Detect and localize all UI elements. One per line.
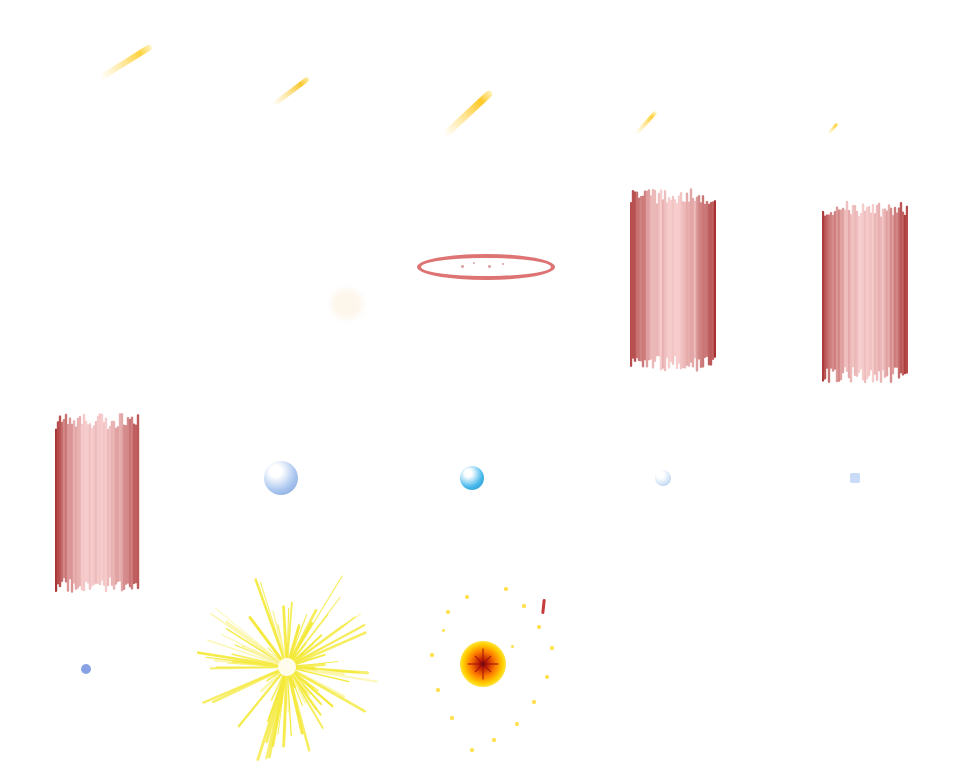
comet-streak-2 — [271, 75, 311, 107]
explosion-sparkles — [470, 748, 474, 752]
explosion-sparkles — [492, 738, 496, 742]
ghost-puff — [331, 289, 363, 319]
explosion-sparkles — [544, 674, 550, 680]
explosion-sparkles — [550, 646, 554, 650]
explosion-sparkles — [514, 721, 520, 727]
explosion-sparkles — [510, 644, 514, 648]
explosion-ball-core-star — [467, 648, 499, 680]
comet-streak-3 — [442, 88, 494, 138]
starburst-large — [196, 575, 379, 761]
red-dash — [541, 598, 546, 615]
explosion-sparkles — [441, 628, 445, 632]
explosion-sparkles — [504, 587, 508, 591]
explosion-sparkles — [465, 595, 469, 599]
bubble-large — [264, 461, 298, 495]
ring-speckles — [487, 264, 491, 268]
bubble-tiny-square — [850, 473, 860, 483]
explosion-sparkles — [436, 688, 440, 692]
beam-cylinder-3 — [55, 412, 140, 593]
comet-streak-4 — [634, 110, 658, 136]
explosion-sparkles — [430, 653, 434, 657]
comet-streak-5 — [827, 121, 839, 135]
comet-streak-1 — [98, 43, 154, 81]
bubble-small — [655, 470, 671, 486]
explosion-ball — [460, 641, 506, 687]
ring-speckles — [460, 264, 464, 268]
explosion-sparkles — [446, 610, 450, 614]
beam-cylinder-1 — [630, 188, 716, 372]
ring-speckles — [472, 261, 476, 265]
explosion-sparkles — [537, 625, 541, 629]
explosion-sparkles — [532, 700, 536, 704]
explosion-sparkles — [522, 604, 526, 608]
beam-cylinder-2 — [822, 200, 908, 384]
particle-dot — [81, 664, 91, 674]
ring-speckles — [501, 262, 505, 266]
halo-ring — [417, 254, 555, 280]
bubble-medium — [460, 466, 484, 490]
explosion-sparkles — [450, 716, 454, 720]
